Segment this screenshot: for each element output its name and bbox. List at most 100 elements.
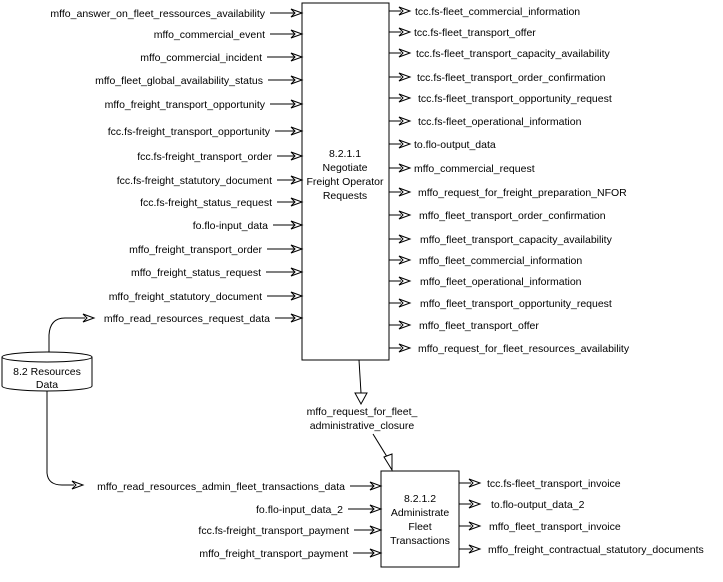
process-1-inputs: mffo_answer_on_fleet_ressources_availabi… — [50, 8, 304, 325]
arrowhead-icon — [290, 75, 304, 85]
data-store-connectors — [46, 313, 96, 490]
flow-label: mffo_request_for_freight_preparation_NFO… — [418, 187, 627, 199]
input-flow[interactable]: mffo_freight_transport_opportunity — [105, 99, 304, 111]
input-flow[interactable]: mffo_freight_status_request — [131, 267, 304, 279]
connector-label-line-1: mffo_request_for_fleet_ — [307, 406, 418, 418]
output-flow[interactable]: to.flo-output_data_2 — [459, 499, 585, 511]
input-flow[interactable]: mffo_commercial_incident — [140, 52, 304, 64]
process-2-name-line-1: Administrate — [391, 507, 450, 519]
arrowhead-icon — [468, 544, 482, 554]
input-flow[interactable]: mffo_commercial_event — [154, 29, 304, 41]
output-flow[interactable]: mffo_request_for_freight_preparation_NFO… — [389, 187, 627, 199]
output-flow[interactable]: mffo_fleet_transport_opportunity_request — [389, 298, 612, 310]
input-flow[interactable]: mffo_answer_on_fleet_ressources_availabi… — [50, 8, 304, 20]
input-flow[interactable]: fcc.fs-freight_transport_order — [137, 151, 304, 163]
flow-label: to.flo-output_data — [414, 139, 496, 151]
flow-label: to.flo-output_data_2 — [491, 499, 585, 511]
arrowhead-icon — [398, 116, 412, 126]
output-flow[interactable]: tcc.fs-fleet_transport_offer — [389, 27, 536, 39]
arrowhead-icon — [290, 126, 304, 136]
output-flow[interactable]: mffo_fleet_transport_offer — [389, 320, 539, 332]
input-flow[interactable]: fcc.fs-freight_statutory_document — [117, 175, 304, 187]
output-flow[interactable]: to.flo-output_data — [389, 139, 496, 151]
arrowhead-icon — [398, 187, 412, 197]
flow-label: tcc.fs-fleet_commercial_information — [415, 6, 580, 18]
output-flow[interactable]: mffo_fleet_transport_invoice — [459, 521, 621, 533]
arrowhead-icon — [71, 480, 85, 490]
output-flow[interactable]: tcc.fs-fleet_transport_invoice — [459, 478, 621, 490]
flow-label: fcc.fs-freight_transport_payment — [198, 525, 349, 537]
output-flow[interactable]: mffo_request_for_fleet_resources_availab… — [389, 343, 630, 355]
output-flow[interactable]: tcc.fs-fleet_commercial_information — [389, 6, 580, 18]
process-8-2-1-2[interactable]: 8.2.1.2 Administrate Fleet Transactions — [380, 470, 460, 568]
arrowhead-icon — [398, 343, 412, 353]
data-store-resources[interactable]: 8.2 Resources Data — [1, 351, 93, 392]
connector-label-line-2: administrative_closure — [310, 420, 415, 432]
flow-label: mffo_read_resources_request_data — [104, 313, 270, 325]
flow-label: tcc.fs-fleet_transport_order_confirmatio… — [417, 72, 606, 84]
input-flow[interactable]: fcc.fs-freight_transport_opportunity — [108, 126, 304, 138]
process-8-2-1-1[interactable]: 8.2.1.1 Negotiate Freight Operator Reque… — [301, 2, 390, 361]
arrowhead-icon — [290, 175, 304, 185]
arrowhead-icon — [369, 481, 383, 491]
flow-label: mffo_freight_transport_payment — [199, 548, 348, 560]
flow-label: tcc.fs-fleet_operational_information — [418, 116, 582, 128]
store-to-request-data-line — [48, 317, 85, 352]
arrowhead-icon — [290, 99, 304, 109]
input-flow[interactable]: mffo_freight_transport_order — [129, 244, 304, 256]
input-flow[interactable]: fo.flo-input_data_2 — [256, 504, 383, 516]
input-flow[interactable]: fo.flo-input_data — [193, 220, 304, 232]
flow-label: mffo_freight_contractual_statutory_docum… — [488, 544, 704, 556]
arrowhead-icon — [398, 255, 412, 265]
arrowhead-down-icon — [354, 392, 368, 406]
output-flow[interactable]: mffo_fleet_operational_information — [389, 276, 582, 288]
arrowhead-icon — [398, 93, 412, 103]
process-2-id: 8.2.1.2 — [404, 493, 436, 505]
arrowhead-icon — [290, 29, 304, 39]
input-flow[interactable]: mffo_fleet_global_availability_status — [95, 75, 304, 87]
arrowhead-icon — [398, 276, 412, 286]
arrowhead-icon — [290, 267, 304, 277]
flow-label: fcc.fs-freight_status_request — [140, 197, 272, 209]
arrowhead-icon — [369, 504, 383, 514]
flow-label: mffo_fleet_transport_offer — [419, 320, 539, 332]
output-flow[interactable]: tcc.fs-fleet_transport_capacity_availabi… — [389, 48, 611, 60]
output-flow[interactable]: mffo_fleet_commercial_information — [389, 255, 582, 267]
input-flow[interactable]: mffo_freight_statutory_document — [109, 291, 304, 303]
input-flow[interactable]: fcc.fs-freight_status_request — [140, 197, 304, 209]
arrowhead-icon — [290, 220, 304, 230]
input-flow[interactable]: fcc.fs-freight_transport_payment — [198, 525, 383, 537]
output-flow[interactable]: mffo_fleet_transport_order_confirmation — [389, 210, 606, 222]
arrowhead-icon — [398, 234, 412, 244]
arrowhead-icon — [290, 197, 304, 207]
output-flow[interactable]: mffo_fleet_transport_capacity_availabili… — [389, 234, 613, 246]
flow-label: fo.flo-input_data — [193, 220, 268, 232]
arrowhead-icon — [398, 6, 412, 16]
data-store-label-line-1: 8.2 Resources — [13, 366, 81, 378]
arrowhead-icon — [290, 313, 304, 323]
input-flow[interactable]: mffo_freight_transport_payment — [199, 548, 383, 560]
output-flow[interactable]: tcc.fs-fleet_transport_order_confirmatio… — [389, 72, 606, 84]
flow-label: mffo_answer_on_fleet_ressources_availabi… — [50, 8, 265, 20]
input-flow[interactable]: mffo_read_resources_admin_fleet_transact… — [97, 481, 383, 493]
arrowhead-icon — [398, 72, 412, 82]
flow-label: mffo_fleet_transport_capacity_availabili… — [420, 234, 613, 246]
closure-connector: mffo_request_for_fleet_ administrative_c… — [307, 359, 418, 472]
output-flow[interactable]: mffo_freight_contractual_statutory_docum… — [459, 544, 704, 556]
output-flow[interactable]: mffo_commercial_request — [389, 163, 535, 175]
arrowhead-icon — [398, 139, 412, 149]
flow-label: tcc.fs-fleet_transport_opportunity_reque… — [418, 93, 612, 105]
input-flow[interactable]: mffo_read_resources_request_data — [104, 313, 304, 325]
arrowhead-icon — [398, 320, 412, 330]
flow-label: mffo_freight_status_request — [131, 267, 261, 279]
flow-label: mffo_request_for_fleet_resources_availab… — [418, 343, 630, 355]
output-flow[interactable]: tcc.fs-fleet_transport_opportunity_reque… — [389, 93, 612, 105]
flow-label: mffo_commercial_request — [414, 163, 535, 175]
process-2-inputs: mffo_read_resources_admin_fleet_transact… — [97, 481, 383, 560]
arrowhead-icon — [468, 521, 482, 531]
process-1-name-line-2: Freight Operator — [306, 176, 384, 188]
output-flow[interactable]: tcc.fs-fleet_operational_information — [389, 116, 582, 128]
flow-label: fcc.fs-freight_transport_order — [137, 151, 272, 163]
arrowhead-icon — [369, 525, 383, 535]
